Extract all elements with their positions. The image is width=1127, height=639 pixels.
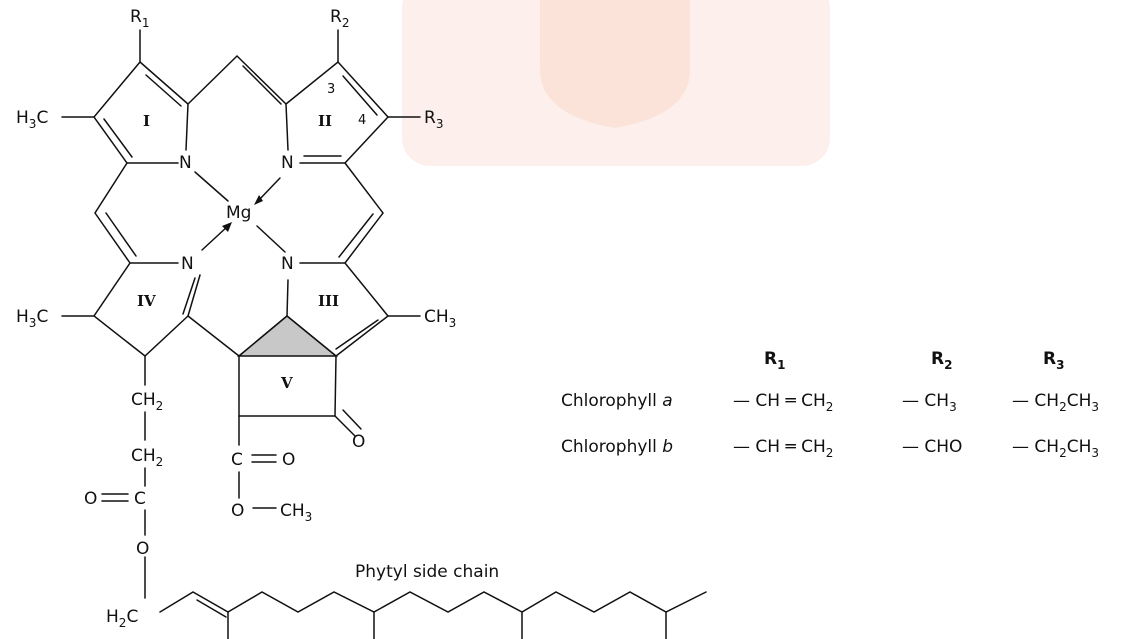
ring-v-label: V [280,374,293,392]
phytyl-chain [159,591,707,639]
r2-label: R2 [330,7,349,30]
n-atom-ring-iv: N [181,254,194,274]
table-cell-r2: — CH3 [902,391,957,414]
ring-iii-label: III [318,292,339,310]
mg-atom: Mg [226,203,251,223]
methoxy-oxygen: O [231,501,244,521]
table-header-r2: R2 [931,349,952,372]
table-cell-r3: — CH2CH3 [1012,391,1099,414]
ring-ii-label: II [318,112,332,130]
methyl-top-label: H3C [16,108,48,131]
ketone-oxygen: O [352,432,365,452]
n-atom-ring-iii: N [281,254,294,274]
ester-carbon: C [231,450,243,470]
ring-i-label: I [143,112,150,130]
carbonyl-carbon: C [134,489,146,509]
methoxy-ch3: CH3 [280,501,312,524]
ring-v-highlight [236,315,339,357]
table-header-r3: R3 [1043,349,1064,372]
position-3-label: 3 [327,82,335,97]
ring-iv-label: IV [137,292,156,310]
carbonyl-oxygen: O [84,489,97,509]
ch2-upper: CH2 [131,390,163,413]
structure-labels: R1 R2 R3 H3C H3C CH3 I II III IV V 3 4 N… [16,7,499,630]
n-atom-ring-i: N [179,153,192,173]
position-4-label: 4 [358,113,366,128]
r1-label: R1 [130,7,149,30]
table-cell-r1: — CH ═ CH2 [733,391,833,414]
ch2-lower: CH2 [131,446,163,469]
table-cell-r1: — CH ═ CH2 [733,437,833,460]
methyl-right-label: CH3 [424,307,456,330]
table-row-name: Chlorophyll b [561,437,673,457]
ester-carbonyl-oxygen: O [282,450,295,470]
watermark [402,0,830,166]
n-atom-ring-ii: N [281,153,294,173]
ester-oxygen: O [136,539,149,559]
r3-label: R3 [424,108,443,131]
table-header-r1: R1 [764,349,785,372]
phytyl-side-chain-label: Phytyl side chain [355,562,499,582]
table-cell-r3: — CH2CH3 [1012,437,1099,460]
table-cell-r2: — CHO [902,437,962,457]
table-row-name: Chlorophyll a [561,391,673,411]
methyl-mid-label: H3C [16,307,48,330]
substituent-table: R1 R2 R3 Chlorophyll a — CH ═ CH2 — CH3 … [561,349,1099,460]
h2c-label: H2C [106,607,138,630]
porphyrin-bonds [61,29,421,599]
